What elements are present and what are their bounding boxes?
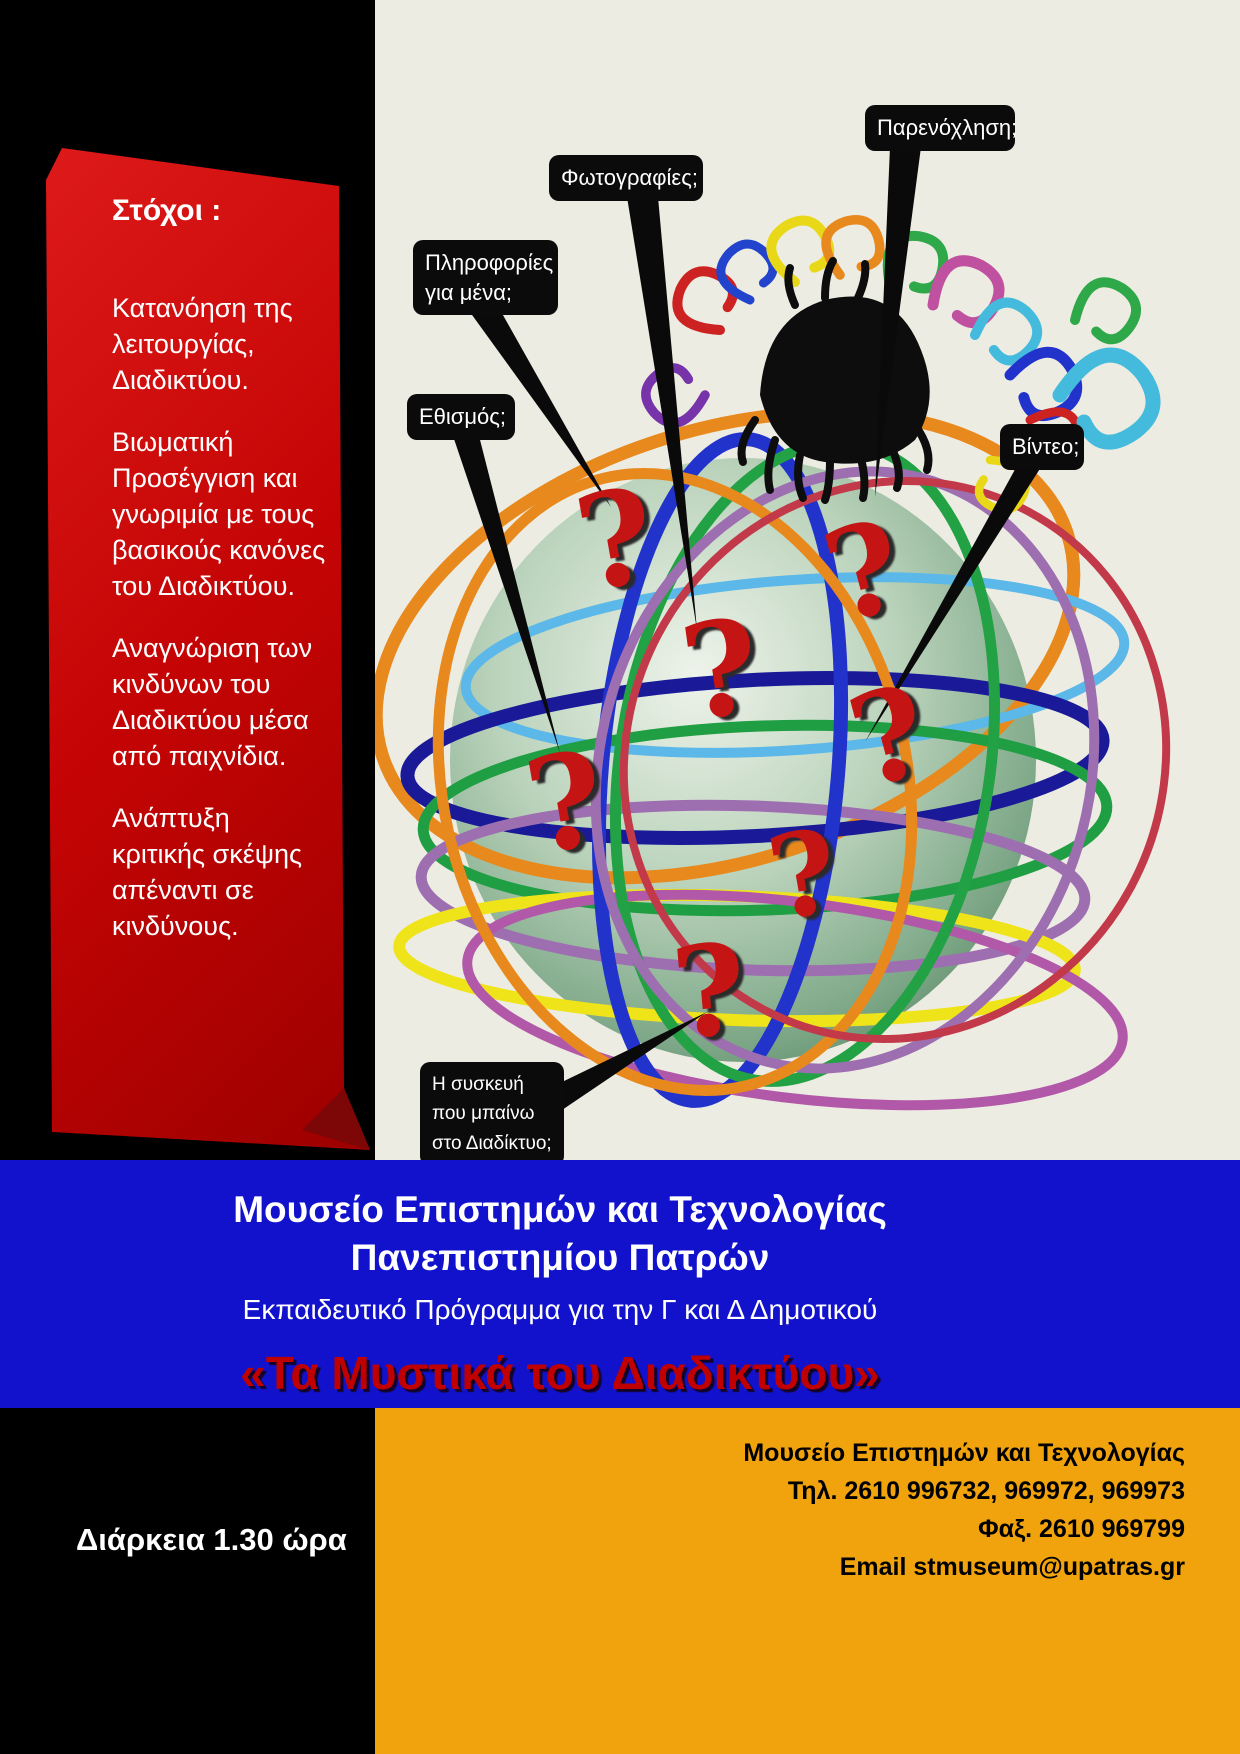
goal-item: Ανάπτυξη κριτικής σκέψης απέναντι σε κιν…	[112, 803, 303, 941]
goals-heading: Στόχοι :	[112, 194, 222, 227]
contact-block: Μουσείο Επιστημών και Τεχνολογίας Τηλ. 2…	[375, 1408, 1240, 1754]
program-audience: Εκπαιδευτικό Πρόγραμμα για την Γ και Δ Δ…	[242, 1294, 878, 1325]
callout-addiction: Εθισμός;	[407, 394, 515, 440]
contact-line: Email stmuseum@upatras.gr	[839, 1553, 1185, 1581]
callout-video: Βίντεο;	[1000, 424, 1084, 470]
contact-line: Φαξ. 2610 969799	[978, 1515, 1185, 1543]
callout-harassment: Παρενόχληση;	[865, 105, 1017, 151]
monster-illustration	[644, 211, 1153, 519]
question-mark: ?	[666, 916, 753, 1068]
goals-ribbon: Στόχοι : Κατανόηση της λειτουργίας, Διαδ…	[46, 142, 371, 1156]
museum-banner: Μουσείο Επιστημών και Τεχνολογίας Πανεπι…	[0, 1160, 1240, 1408]
callout-photos: Φωτογραφίες;	[549, 155, 703, 201]
goal-item: Αναγνώριση των κινδύνων του Διαδικτύου μ…	[112, 633, 313, 771]
goals-content: Στόχοι : Κατανόηση της λειτουργίας, Διαδ…	[112, 194, 326, 970]
illustration-panel: ? ? ? ? ? ? ? Παρενόχληση; Φωτογραφίες; …	[375, 0, 1240, 1167]
callout-device: Η συσκευή που μπαίνω στο Διαδίκτυο;	[420, 1062, 564, 1167]
museum-name-line1: Μουσείο Επιστημών και Τεχνολογίας	[233, 1189, 887, 1230]
monster-hair	[737, 257, 933, 504]
ribbon-background	[46, 148, 370, 1150]
duration-label: Διάρκεια 1.30 ώρα	[76, 1522, 347, 1557]
callout-info-about-me: Πληροφορίες για μένα;	[413, 240, 558, 316]
program-title: «Τα Μυστικά του Διαδικτύου»	[240, 1347, 880, 1399]
internet-globe-illustration	[375, 147, 1171, 1111]
goal-item: Βιωματική Προσέγγιση και γνωριμία με του…	[112, 427, 326, 601]
goal-item: Κατανόηση της λειτουργίας, Διαδικτύου.	[112, 293, 293, 395]
callout-tails	[453, 147, 1043, 1110]
museum-name-line2: Πανεπιστημίου Πατρών	[350, 1237, 770, 1278]
monster-body	[760, 296, 930, 464]
orbit-arcs	[375, 405, 1171, 1111]
contact-line: Μουσείο Επιστημών και Τεχνολογίας	[743, 1439, 1185, 1467]
contact-line: Τηλ. 2610 996732, 969972, 969973	[787, 1477, 1185, 1505]
